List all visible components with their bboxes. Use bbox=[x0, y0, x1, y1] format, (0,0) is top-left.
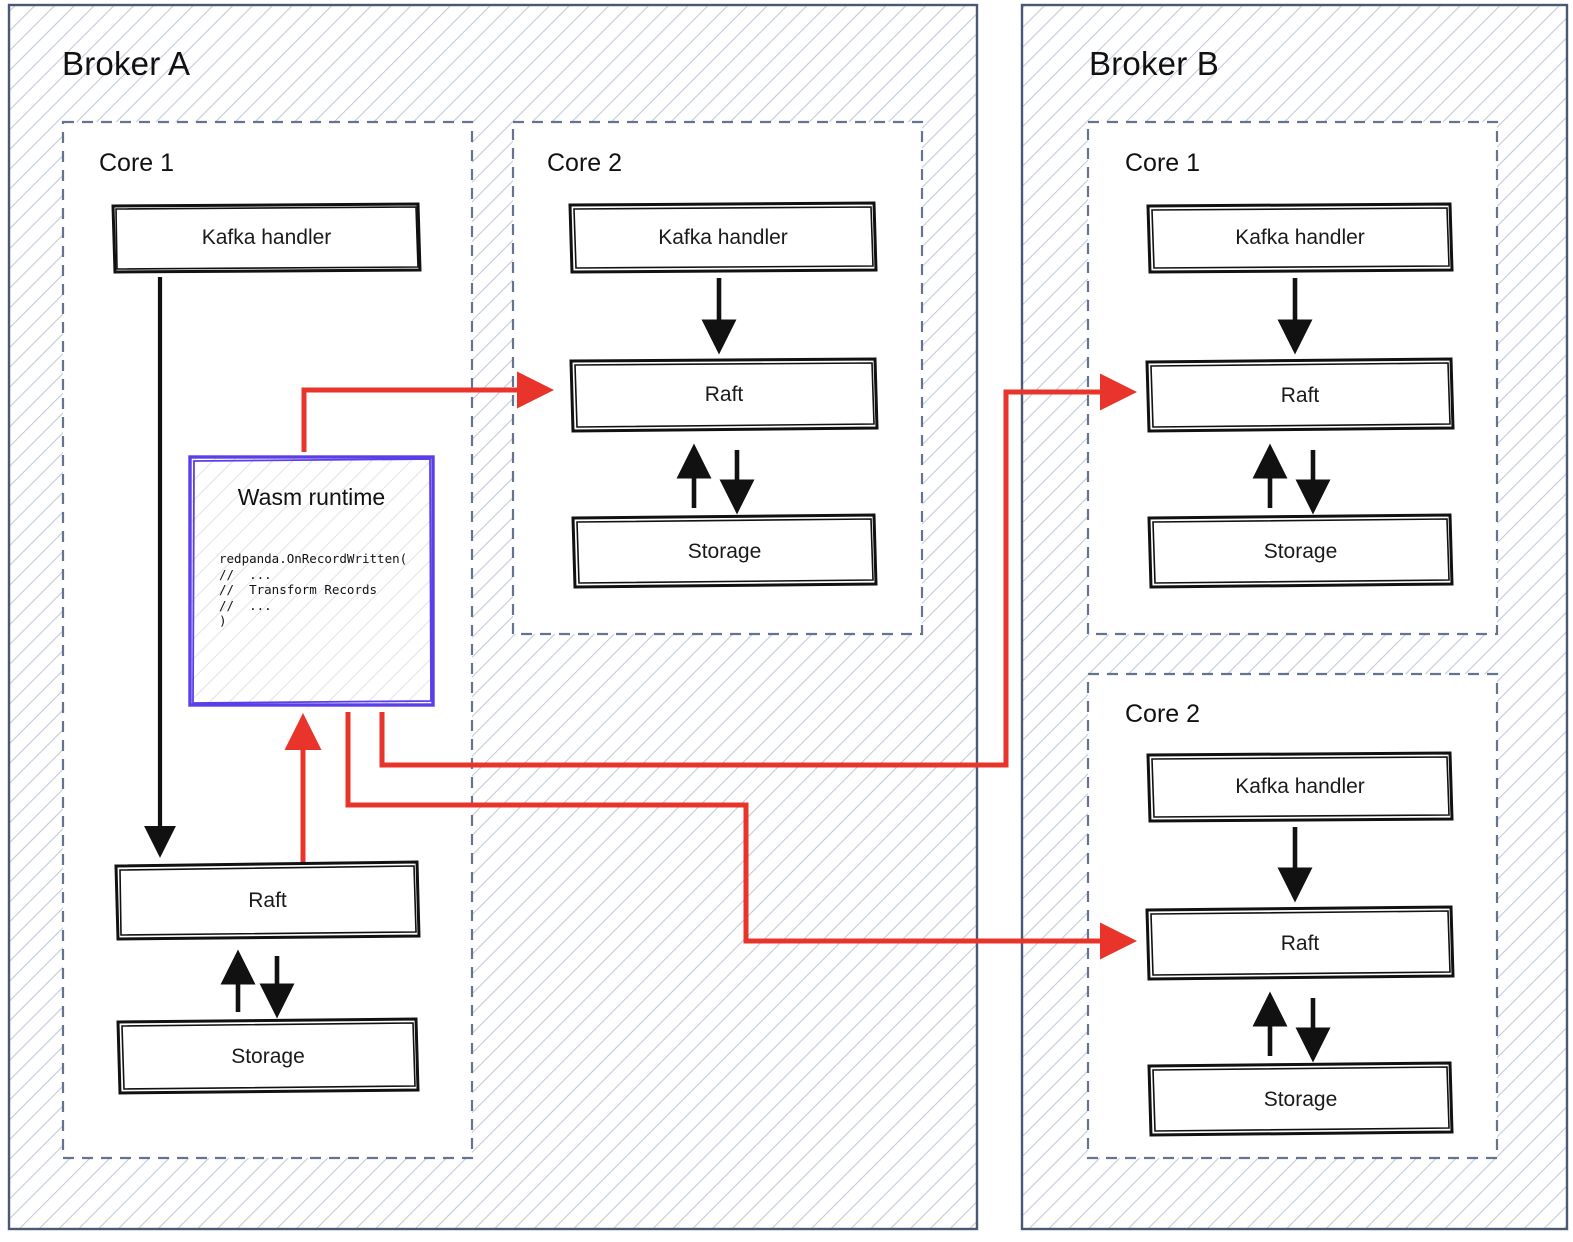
wasm-code-block: redpanda.OnRecordWritten( // ... // Tran… bbox=[219, 551, 407, 629]
broker-a-core-2-title: Core 2 bbox=[547, 149, 623, 177]
red-wasm-to-a2-raft bbox=[301, 371, 555, 452]
broker-a-core-1-title: Core 1 bbox=[99, 149, 175, 177]
b1-raft-box[interactable] bbox=[1145, 357, 1455, 433]
broker-b-core-2-title: Core 2 bbox=[1125, 700, 1201, 728]
broker-b-core-1-title: Core 1 bbox=[1125, 149, 1201, 177]
wasm-code-line-4: ) bbox=[219, 613, 227, 628]
b2-storage-box[interactable] bbox=[1147, 1061, 1454, 1137]
broker-a-title: Broker A bbox=[62, 45, 191, 82]
red-wasm-to-b2-raft bbox=[345, 712, 1138, 960]
a1-kafka-box[interactable] bbox=[111, 202, 422, 274]
red-wasm-to-b1-raft bbox=[379, 373, 1138, 768]
wasm-code-line-1: // ... bbox=[219, 566, 272, 582]
broker-b-title: Broker B bbox=[1089, 45, 1219, 82]
wasm-code-line-2: // Transform Records bbox=[219, 582, 378, 597]
a1-wasm-label: Wasm runtime bbox=[237, 484, 386, 510]
a1-wasm-box[interactable] bbox=[188, 455, 435, 707]
b2-raft-box[interactable] bbox=[1145, 905, 1455, 981]
wasm-code-line-0: redpanda.OnRecordWritten( bbox=[219, 551, 408, 566]
wasm-code-line-3: // ... bbox=[219, 597, 272, 613]
a1-raft-box[interactable] bbox=[114, 860, 421, 941]
b1-storage-box[interactable] bbox=[1147, 513, 1454, 589]
a1-storage-box[interactable] bbox=[116, 1017, 420, 1095]
a2-raft-box[interactable] bbox=[569, 357, 879, 433]
a2-storage-box[interactable] bbox=[571, 513, 878, 589]
b1-kafka-box[interactable] bbox=[1146, 202, 1454, 274]
b2-kafka-box[interactable] bbox=[1146, 751, 1454, 823]
a2-kafka-box[interactable] bbox=[568, 201, 878, 274]
